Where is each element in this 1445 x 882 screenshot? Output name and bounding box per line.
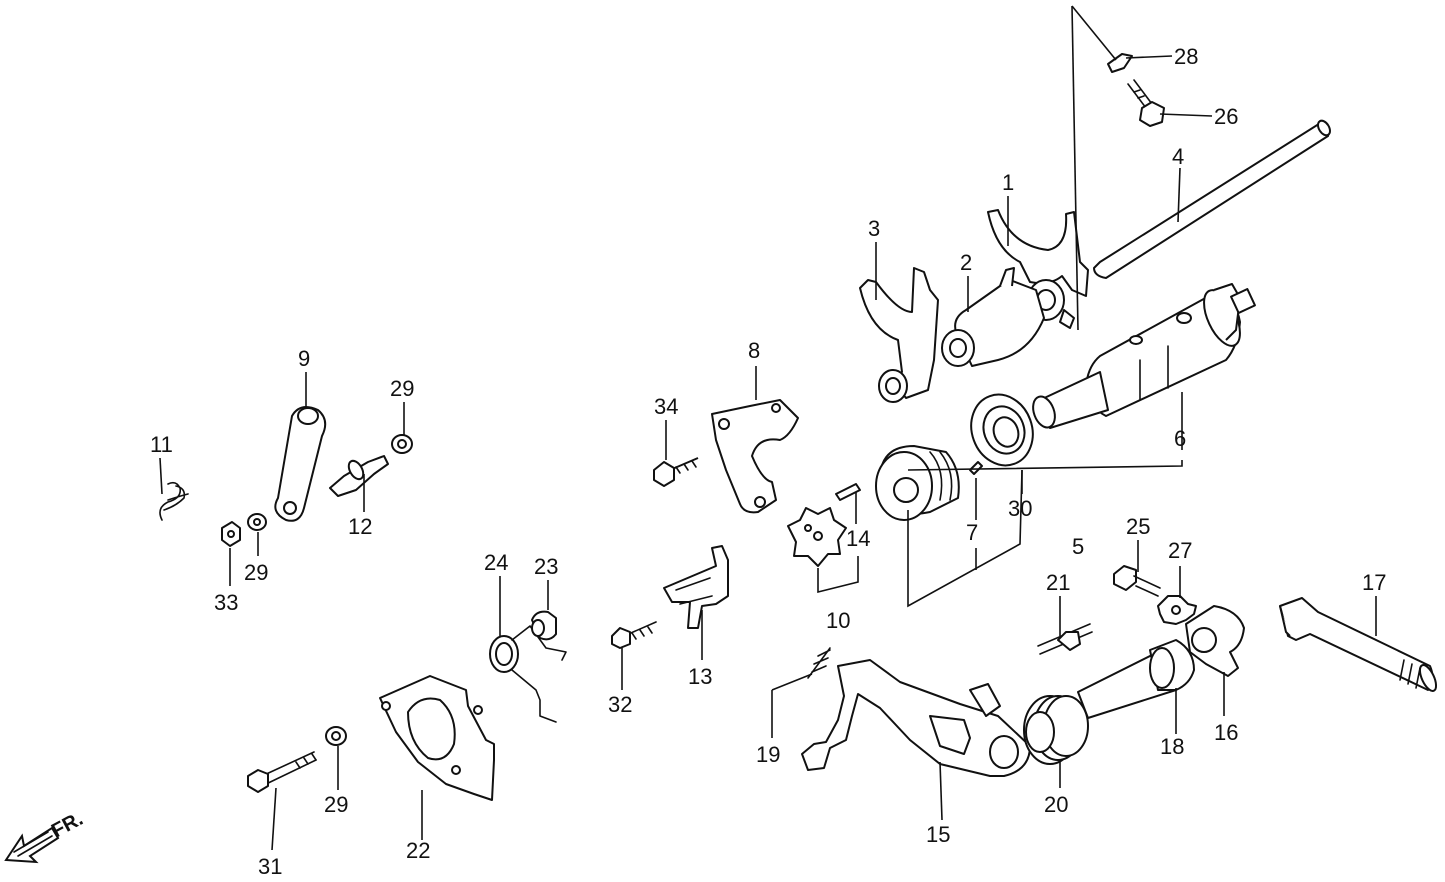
label-15: 15 — [926, 822, 950, 847]
shift-fork-2 — [941, 267, 1045, 367]
label-26: 26 — [1214, 104, 1238, 129]
shift-arm — [274, 406, 327, 522]
label-23: 23 — [534, 554, 558, 579]
clip-28 — [1107, 53, 1133, 73]
label-29-middle: 29 — [244, 560, 268, 585]
stopper-plate — [711, 399, 799, 514]
label-24: 24 — [484, 550, 508, 575]
cover-plate — [379, 675, 495, 801]
label-12: 12 — [348, 514, 372, 539]
label-20: 20 — [1044, 792, 1068, 817]
label-13: 13 — [688, 664, 712, 689]
label-9: 9 — [298, 346, 310, 371]
dowel-pin — [969, 461, 983, 475]
label-16: 16 — [1214, 720, 1238, 745]
label-32: 32 — [608, 692, 632, 717]
label-28: 28 — [1174, 44, 1198, 69]
bolt-34 — [653, 457, 699, 487]
label-3: 3 — [868, 216, 880, 241]
leader-lines — [159, 5, 1377, 851]
bracket-13 — [663, 545, 729, 629]
washer-29-lower — [325, 726, 347, 746]
label-14: 14 — [846, 526, 870, 551]
spindle-spring — [1023, 695, 1089, 765]
part-labels: 28 26 4 1 3 2 8 9 29 34 11 6 12 30 7 14 … — [150, 44, 1386, 879]
shift-fork-shaft — [1093, 119, 1331, 279]
bolt-32 — [611, 621, 657, 649]
small-pin — [835, 483, 861, 501]
bearing — [970, 393, 1034, 467]
bolt-31 — [247, 751, 317, 793]
shift-lever — [801, 659, 1031, 777]
spring-19 — [807, 647, 831, 679]
front-arrow-icon — [4, 826, 60, 864]
label-4: 4 — [1172, 144, 1184, 169]
label-31: 31 — [258, 854, 282, 879]
label-6: 6 — [1174, 426, 1186, 451]
bolt-26 — [1127, 79, 1165, 127]
label-1: 1 — [1002, 170, 1014, 195]
label-2: 2 — [960, 250, 972, 275]
shift-spindle — [1279, 597, 1438, 692]
label-25: 25 — [1126, 514, 1150, 539]
star-27 — [1157, 595, 1197, 625]
bolt-25 — [1113, 565, 1161, 597]
label-29-lower: 29 — [324, 792, 348, 817]
collar-23 — [531, 610, 557, 641]
label-22: 22 — [406, 838, 430, 863]
label-17: 17 — [1362, 570, 1386, 595]
return-spring — [159, 481, 189, 521]
label-19: 19 — [756, 742, 780, 767]
stud-21 — [1037, 623, 1093, 655]
plate-16 — [1185, 605, 1245, 677]
label-11: 11 — [150, 432, 173, 457]
label-33: 33 — [214, 590, 238, 615]
label-8: 8 — [748, 338, 760, 363]
stud-12 — [329, 455, 389, 497]
shift-fork-3 — [859, 267, 939, 403]
nut-33 — [221, 521, 241, 547]
torsion-spring — [489, 625, 567, 723]
shift-drum — [1032, 283, 1256, 429]
washer-29-upper — [391, 434, 413, 454]
label-7: 7 — [966, 520, 978, 545]
star-plate — [787, 507, 847, 567]
label-34: 34 — [654, 394, 678, 419]
label-5: 5 — [1072, 534, 1084, 559]
collar-18 — [1149, 639, 1195, 691]
label-30: 30 — [1008, 496, 1032, 521]
label-10: 10 — [826, 608, 850, 633]
label-29-upper: 29 — [390, 376, 414, 401]
drum-center — [875, 445, 960, 521]
label-21: 21 — [1046, 570, 1070, 595]
front-direction-indicator: FR. — [4, 808, 87, 864]
label-27: 27 — [1168, 538, 1192, 563]
washer-29-middle — [247, 513, 267, 531]
label-18: 18 — [1160, 734, 1184, 759]
